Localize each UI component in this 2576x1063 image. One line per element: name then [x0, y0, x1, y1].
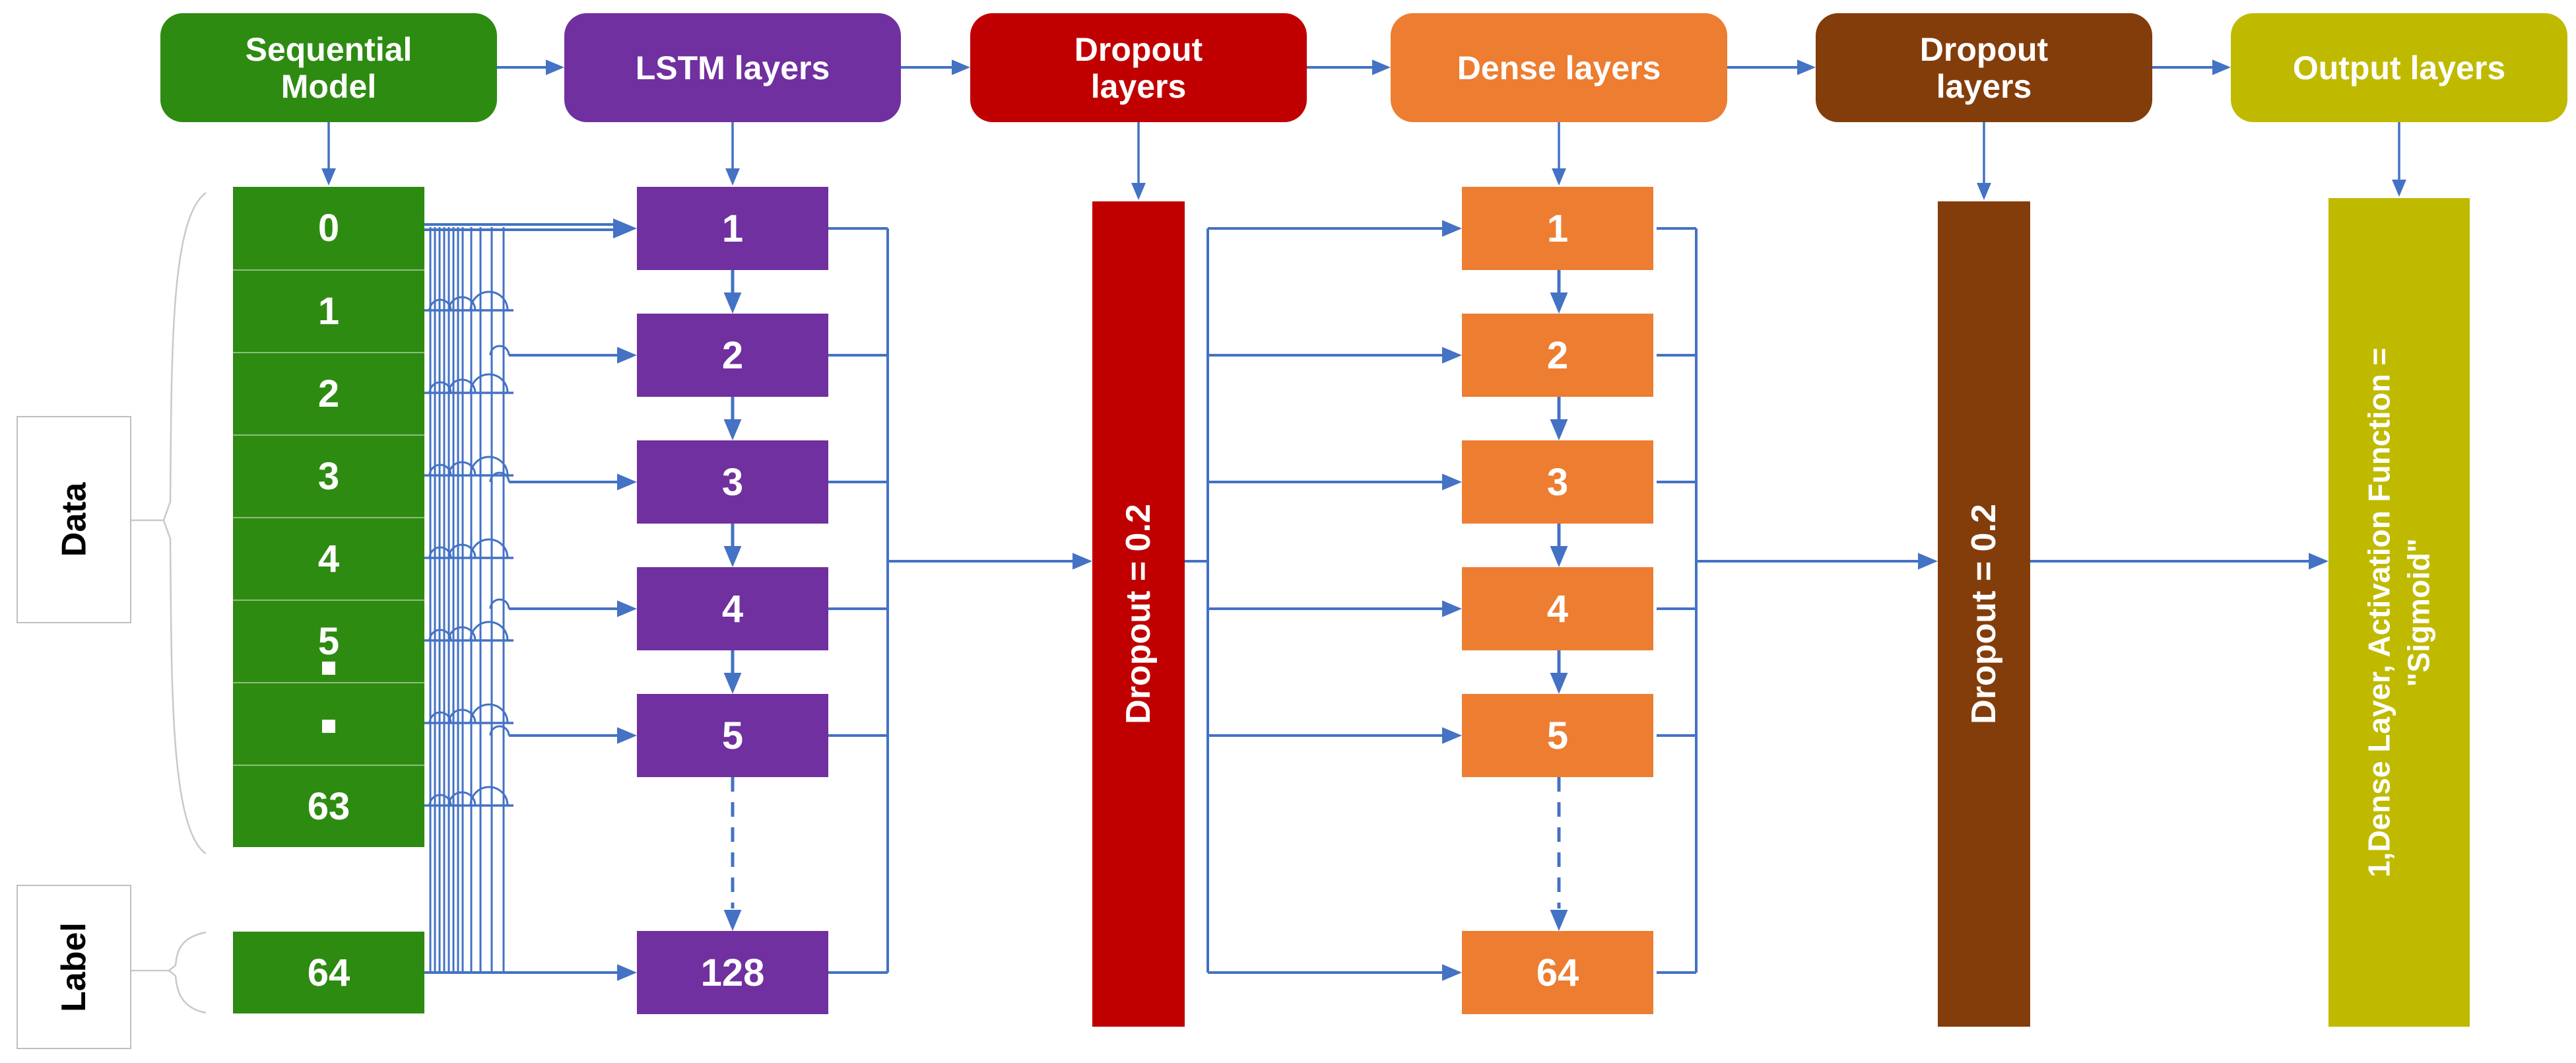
stage-sequential-model: Sequential Model	[160, 13, 497, 122]
ellipsis-dot	[322, 662, 335, 675]
lstm-column-cell: 5	[637, 694, 828, 777]
lstm-column-cell: 3	[637, 440, 828, 524]
dropout-bar-1: Dropout = 0.2	[1092, 201, 1185, 1027]
dense-column-cell: 2	[1462, 314, 1653, 397]
input-label-cell: 64	[233, 932, 424, 1013]
label-side-label: Label	[17, 885, 131, 1049]
lstm-column-cell: 128	[637, 931, 828, 1014]
input-cell: 3	[233, 434, 424, 517]
output-bar-line2: "Sigmoid"	[2401, 537, 2435, 687]
input-cell: 1	[233, 269, 424, 352]
input-cell: 63	[233, 765, 424, 847]
lstm-column-cell: 1	[637, 187, 828, 270]
dropout-bar-2-label: Dropout = 0.2	[1965, 504, 2003, 724]
dense-column-cell: 64	[1462, 931, 1653, 1014]
output-bar: 1,Dense Layer, Activation Function = "Si…	[2328, 198, 2470, 1027]
dense-column-cell: 1	[1462, 187, 1653, 270]
dropout-bar-2: Dropout = 0.2	[1938, 201, 2030, 1027]
dense-column-cell: 4	[1462, 567, 1653, 650]
input-cell: 0	[317, 207, 340, 250]
input-cell: 2	[233, 352, 424, 434]
dense-column-cell: 5	[1462, 694, 1653, 777]
input-cell	[233, 682, 424, 765]
dropout-bar-1-label: Dropout = 0.2	[1119, 504, 1158, 724]
input-cell: 5	[233, 600, 424, 682]
output-bar-label: 1,Dense Layer, Activation Function = "Si…	[2360, 347, 2439, 877]
ellipsis-dot	[322, 720, 335, 733]
dense-column-cell: 3	[1462, 440, 1653, 524]
lstm-column-cell: 2	[637, 314, 828, 397]
stage-dropout-layers: Dropout layers	[1816, 13, 2152, 122]
stage-lstm-layers: LSTM layers	[564, 13, 901, 122]
data-side-label: Data	[17, 416, 131, 623]
lstm-column-cell: 4	[637, 567, 828, 650]
stage-dense-layers: Dense layers	[1391, 13, 1727, 122]
stage-output-layers: Output layers	[2231, 13, 2567, 122]
output-bar-line1: 1,Dense Layer, Activation Function =	[2361, 347, 2396, 877]
stage-dropout-layers: Dropout layers	[970, 13, 1307, 122]
input-cell: 4	[233, 517, 424, 600]
